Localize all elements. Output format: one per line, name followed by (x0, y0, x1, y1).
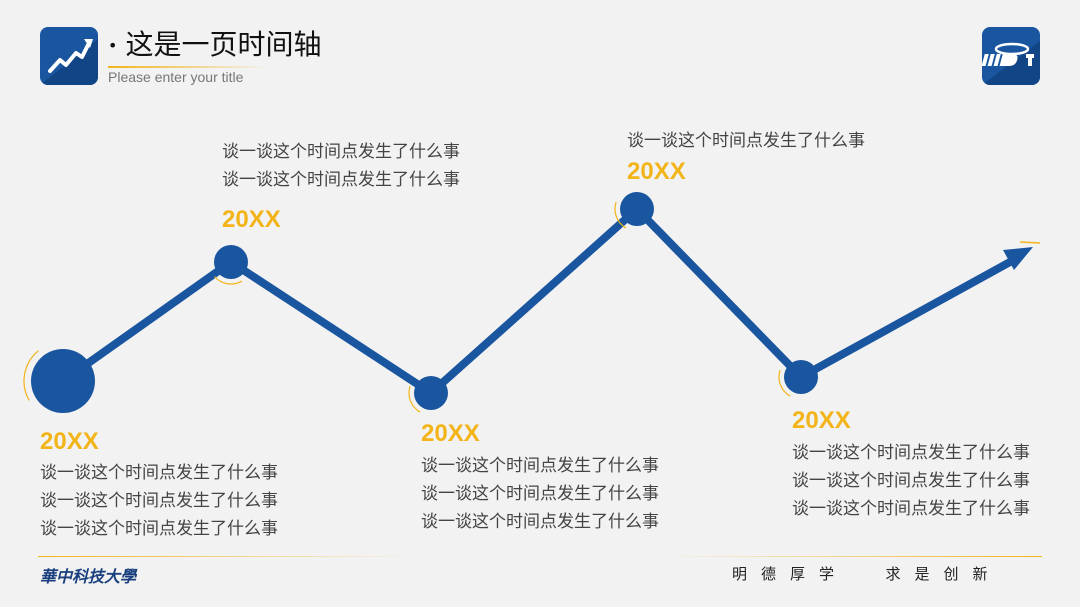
footer-divider-right (660, 556, 1042, 557)
milestone-5-ring (778, 354, 824, 400)
milestone-2-line-1: 谈一谈这个时间点发生了什么事 (222, 142, 460, 162)
milestone-3-year: 20XX (421, 420, 480, 447)
milestone-4-line-1: 谈一谈这个时间点发生了什么事 (627, 131, 865, 151)
milestone-1-line-1: 谈一谈这个时间点发生了什么事 (40, 463, 278, 483)
title-underline (108, 66, 268, 68)
milestone-3-line-2: 谈一谈这个时间点发生了什么事 (421, 484, 659, 504)
milestone-1-line-2: 谈一谈这个时间点发生了什么事 (40, 491, 278, 511)
milestone-1-ring (23, 341, 103, 421)
milestone-5-description: 谈一谈这个时间点发生了什么事 谈一谈这个时间点发生了什么事 谈一谈这个时间点发生… (792, 439, 1030, 523)
milestone-4-description: 谈一谈这个时间点发生了什么事 (627, 127, 865, 155)
timeline-arrowhead (1003, 247, 1033, 270)
milestone-3-description: 谈一谈这个时间点发生了什么事 谈一谈这个时间点发生了什么事 谈一谈这个时间点发生… (421, 452, 659, 536)
milestone-5-year: 20XX (792, 407, 851, 434)
milestone-5-line-2: 谈一谈这个时间点发生了什么事 (792, 471, 1030, 491)
milestone-4-year: 20XX (627, 158, 686, 185)
hust-logo-icon (982, 27, 1040, 85)
milestone-2-line-2: 谈一谈这个时间点发生了什么事 (222, 170, 460, 190)
milestone-1-year: 20XX (40, 428, 99, 455)
milestone-1-line-3: 谈一谈这个时间点发生了什么事 (40, 519, 278, 539)
milestone-1-description: 谈一谈这个时间点发生了什么事 谈一谈这个时间点发生了什么事 谈一谈这个时间点发生… (40, 459, 278, 543)
milestone-5-line-1: 谈一谈这个时间点发生了什么事 (792, 443, 1030, 463)
university-name: 華中科技大學 (40, 567, 137, 586)
milestone-4-ring (614, 186, 660, 232)
milestone-2-description: 谈一谈这个时间点发生了什么事 谈一谈这个时间点发生了什么事 (222, 138, 460, 194)
timeline-path (60, 203, 1012, 399)
footer-divider-left (38, 556, 418, 557)
page-title-text: 这是一页时间轴 (125, 28, 322, 61)
milestone-5-node[interactable] (784, 360, 818, 394)
milestone-5-line-3: 谈一谈这个时间点发生了什么事 (792, 499, 1030, 519)
milestone-2-node[interactable] (214, 245, 248, 279)
trend-arrow-icon (40, 27, 98, 85)
milestone-3-line-1: 谈一谈这个时间点发生了什么事 (421, 456, 659, 476)
arrowhead-accent (1019, 241, 1041, 244)
milestone-3-line-3: 谈一谈这个时间点发生了什么事 (421, 512, 659, 532)
milestone-2-ring (208, 239, 254, 285)
milestone-3-ring (408, 370, 454, 416)
milestone-4-node[interactable] (620, 192, 654, 226)
milestone-3-node[interactable] (414, 376, 448, 410)
page-title: •这是一页时间轴 (108, 28, 322, 61)
milestone-1-node[interactable] (31, 349, 95, 413)
page-subtitle: Please enter your title (108, 69, 244, 85)
university-motto: 明德厚学 求是创新 (732, 565, 1002, 583)
milestone-2-year: 20XX (222, 206, 281, 233)
